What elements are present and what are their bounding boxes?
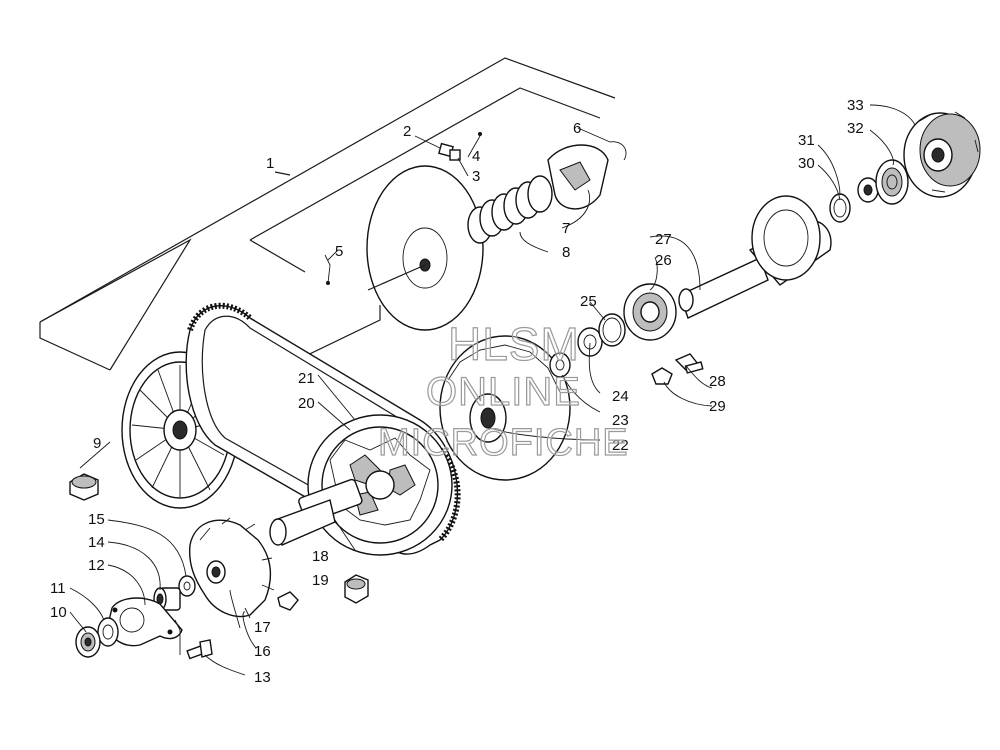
callout-21: 21 [298,370,315,387]
spider-plate [188,517,275,619]
drive-pulley [298,414,453,556]
bushing-part-14 [153,587,181,611]
assembly-bracket-1 [39,57,616,391]
clip-part-17 [277,591,299,611]
callout-26: 26 [655,252,672,269]
washer-part-15 [178,575,196,597]
ring-part-30 [829,193,851,223]
pin-part-5 [324,254,331,285]
callout-6: 6 [573,120,581,137]
spacer-part-18 [269,499,336,546]
callout-labels: 1 2 3 4 5 6 7 8 9 10 11 12 13 14 15 16 1… [50,97,864,686]
retainer-part-6 [609,141,627,161]
callout-9: 9 [93,435,101,452]
callout-32: 32 [847,120,864,137]
callout-16: 16 [254,643,271,660]
leader-lines [69,104,916,676]
gasket-part-12 [107,597,183,647]
nut-part-9 [69,473,99,501]
washer-part-31 [857,177,879,203]
callout-20: 20 [298,395,315,412]
callout-15: 15 [88,511,105,528]
callout-17: 17 [254,619,271,636]
watermark-line-3: MICROFICHE [378,422,629,464]
seal-part-11 [97,617,119,647]
callout-24: 24 [612,388,629,405]
shaft-part-27 [678,195,832,319]
spring-cup-part-7 [547,144,609,210]
callout-4: 4 [472,148,480,165]
callout-23: 23 [612,412,629,429]
callout-30: 30 [798,155,815,172]
bearing-part-32 [875,159,909,205]
bearing-part-26 [623,283,677,341]
pin-part-4 [478,132,482,136]
callout-5: 5 [335,243,343,260]
screw-part-13 [174,619,213,660]
snap-ring-part-25 [598,313,626,347]
movable-sheave [366,165,484,331]
watermark: HLSM ONLINE MICROFICHE [377,317,629,464]
spring-part-8 [467,175,553,244]
callout-10: 10 [50,604,67,621]
callout-19: 19 [312,572,329,589]
callout-13: 13 [254,669,271,686]
callout-29: 29 [709,398,726,415]
callout-3: 3 [472,168,480,185]
callout-7: 7 [562,220,570,237]
callout-18: 18 [312,548,329,565]
nut-part-29 [651,367,673,385]
callout-12: 12 [88,557,105,574]
callout-25: 25 [580,293,597,310]
callout-28: 28 [709,373,726,390]
nut-part-3 [449,149,461,161]
clutch-drum-part-33 [903,111,981,198]
callout-31: 31 [798,132,815,149]
callout-11: 11 [50,580,66,597]
watermark-line-2: ONLINE [426,370,581,414]
callout-8: 8 [562,244,570,261]
callout-2: 2 [403,123,411,140]
callout-22: 22 [612,437,629,454]
washer-part-24 [577,327,603,357]
callout-1: 1 [266,155,274,172]
callout-14: 14 [88,534,105,551]
watermark-line-1: HLSM [448,318,580,370]
nut-part-19 [344,574,369,604]
washer-part-23 [549,352,571,378]
callout-27: 27 [655,231,672,248]
bearing-part-10 [75,626,101,658]
callout-33: 33 [847,97,864,114]
